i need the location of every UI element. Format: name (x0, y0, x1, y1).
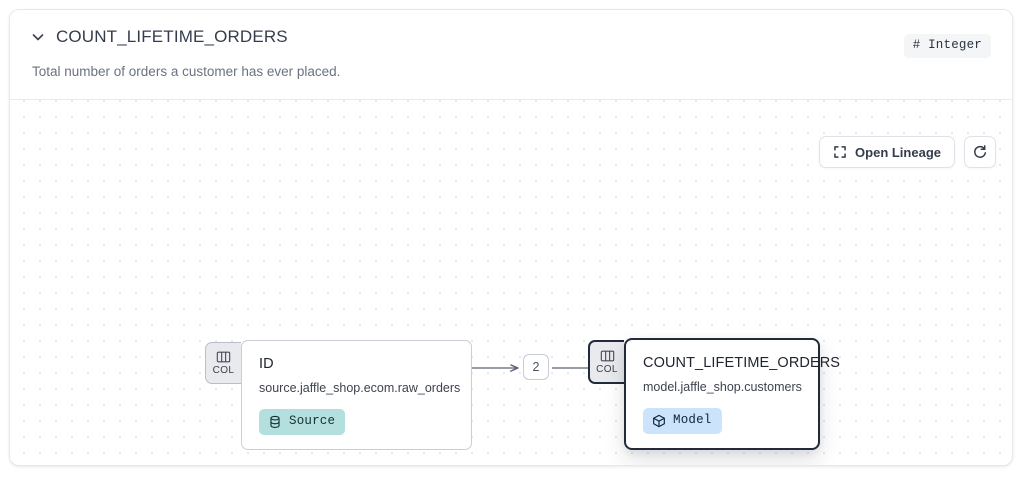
lineage-canvas[interactable]: Open Lineage (10, 100, 1012, 465)
lineage-node-source[interactable]: COL ID source.jaffle_shop.ecom.raw_order… (205, 340, 472, 450)
open-lineage-label: Open Lineage (855, 144, 941, 160)
node-type-badge-label: Model (673, 413, 712, 427)
column-detail-card: COUNT_LIFETIME_ORDERS Total number of or… (9, 9, 1013, 466)
node-type-badge: Model (643, 408, 722, 434)
chevron-down-icon[interactable] (30, 29, 46, 45)
columns-icon (216, 351, 231, 363)
node-subtitle: model.jaffle_shop.customers (643, 380, 802, 394)
database-icon (268, 415, 282, 429)
cube-icon (652, 414, 666, 428)
title-row[interactable]: COUNT_LIFETIME_ORDERS (30, 27, 288, 47)
node-body[interactable]: ID source.jaffle_shop.ecom.raw_orders So… (241, 340, 472, 450)
data-type-badge: # Integer (903, 34, 991, 58)
node-col-tab-label: COL (596, 363, 618, 375)
page-title: COUNT_LIFETIME_ORDERS (56, 27, 288, 46)
node-type-badge-label: Source (289, 414, 336, 428)
refresh-button[interactable] (964, 136, 996, 168)
node-subtitle: source.jaffle_shop.ecom.raw_orders (259, 381, 461, 395)
node-col-tab[interactable]: COL (588, 340, 624, 384)
lineage-node-model[interactable]: COL COUNT_LIFETIME_ORDERS model.jaffle_s… (588, 338, 841, 450)
card-header: COUNT_LIFETIME_ORDERS Total number of or… (10, 10, 1012, 100)
edge-count-badge[interactable]: 2 (523, 354, 549, 380)
node-title: ID (259, 356, 274, 372)
columns-icon (600, 350, 615, 362)
node-type-badge: Source (259, 409, 346, 435)
canvas-toolbar: Open Lineage (819, 136, 996, 168)
node-body[interactable]: COUNT_LIFETIME_ORDERS model.jaffle_shop.… (624, 338, 841, 450)
open-lineage-button[interactable]: Open Lineage (819, 136, 955, 168)
refresh-icon (972, 144, 988, 160)
node-col-tab[interactable]: COL (205, 342, 241, 384)
node-col-tab-label: COL (212, 364, 235, 376)
page-subtitle: Total number of orders a customer has ev… (32, 64, 341, 79)
node-title: COUNT_LIFETIME_ORDERS (643, 355, 841, 371)
expand-icon (833, 145, 847, 159)
